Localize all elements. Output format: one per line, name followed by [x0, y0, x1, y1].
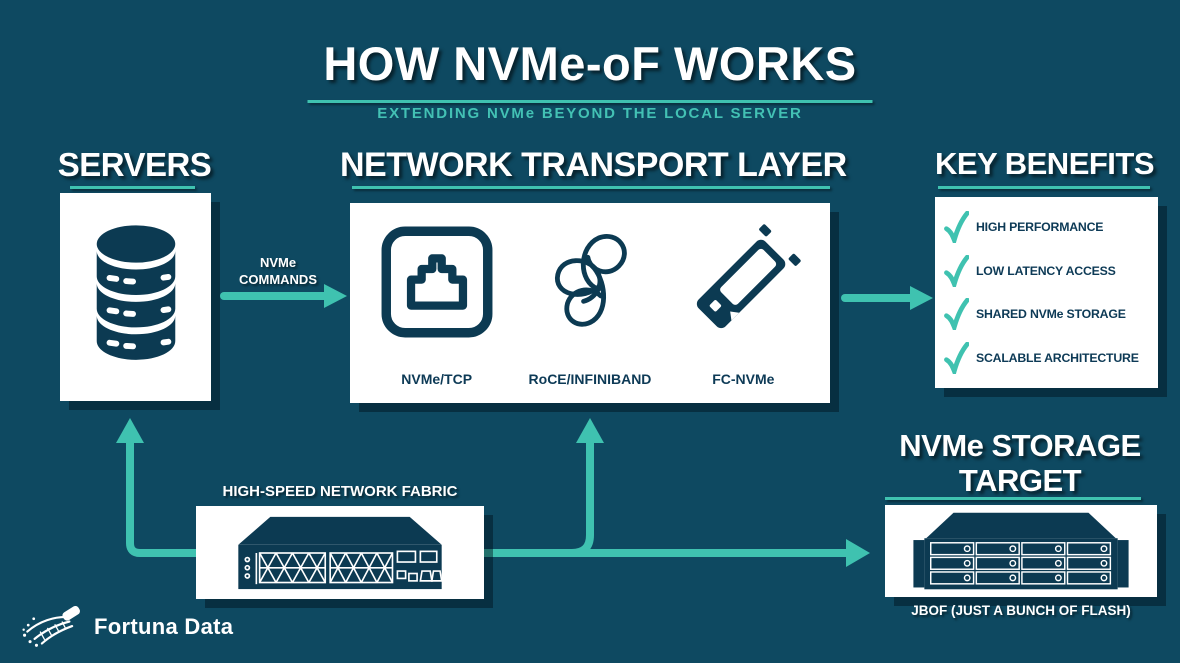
database-icon — [96, 225, 175, 360]
nvme-commands-label: NVMe COMMANDS — [220, 254, 336, 288]
page-subtitle: EXTENDING NVMe BEYOND THE LOCAL SERVER — [377, 105, 803, 122]
arrowhead-to-transport — [576, 418, 604, 443]
fabric-line — [126, 428, 854, 557]
transport-box: NVMe/TCP RoCE/INFINIBAND — [350, 203, 830, 403]
benefit-label: SCALABLE ARCHITECTURE — [976, 351, 1139, 366]
tangled-loops-icon — [555, 234, 627, 327]
arrowhead-nvme-commands — [324, 284, 347, 308]
m2-ssd-icon — [697, 224, 801, 329]
servers-underline — [70, 186, 195, 189]
transport-item-label: RoCE/INFINIBAND — [528, 371, 652, 387]
storage-underline — [885, 497, 1141, 500]
benefit-label: HIGH PERFORMANCE — [976, 219, 1104, 234]
transport-item-label: FC-NVMe — [712, 371, 775, 387]
checkmark-icon — [944, 210, 969, 243]
arrowhead-to-storage — [846, 539, 870, 567]
brand-logo-text: Fortuna Data — [94, 614, 234, 639]
transport-branch-line — [568, 428, 594, 557]
network-switch-icon — [238, 516, 443, 589]
arrowhead-to-servers — [116, 418, 144, 443]
benefit-label: LOW LATENCY ACCESS — [976, 263, 1116, 278]
fabric-box — [196, 506, 484, 599]
transport-item-label: NVMe/TCP — [401, 371, 473, 387]
checkmark-icon — [944, 342, 969, 375]
nvme-commands-line2: COMMANDS — [239, 272, 317, 287]
benefits-box: HIGH PERFORMANCE LOW LATENCY ACCESS SHAR… — [935, 197, 1158, 388]
nvme-commands-line1: NVMe — [259, 255, 297, 270]
benefit-row: HIGH PERFORMANCE — [943, 210, 1152, 243]
benefits-underline — [938, 186, 1150, 189]
storage-box — [885, 505, 1157, 597]
transport-heading: NETWORK TRANSPORT LAYER — [340, 146, 847, 184]
servers-box — [60, 193, 211, 401]
title-underline — [307, 100, 873, 103]
fabric-label: HIGH-SPEED NETWORK FABRIC — [222, 483, 458, 500]
transport-item-roce-infiniband: RoCE/INFINIBAND — [515, 223, 665, 387]
benefit-row: SCALABLE ARCHITECTURE — [943, 342, 1152, 375]
storage-rack-icon — [913, 512, 1129, 590]
benefit-row: SHARED NVMe STORAGE — [943, 298, 1152, 331]
transport-underline — [352, 186, 830, 189]
page-title: HOW NVMe-oF WORKS — [323, 37, 857, 90]
brand-logo: Fortuna Data — [20, 604, 233, 650]
storage-heading: NVMe STORAGE TARGET — [899, 428, 1141, 498]
transport-item-fc-nvme: FC-NVMe — [668, 223, 818, 387]
benefit-row: LOW LATENCY ACCESS — [943, 254, 1152, 287]
transport-item-nvme-tcp: NVMe/TCP — [362, 223, 512, 387]
ethernet-port-icon — [381, 226, 493, 338]
benefits-heading: KEY BENEFITS — [934, 146, 1155, 181]
benefit-label: SHARED NVMe STORAGE — [976, 307, 1126, 322]
arrowhead-to-benefits — [910, 286, 933, 310]
checkmark-icon — [944, 298, 969, 331]
comet-icon — [22, 605, 80, 647]
servers-heading: SERVERS — [57, 146, 212, 183]
jbof-caption: JBOF (JUST A BUNCH OF FLASH) — [911, 603, 1131, 618]
checkmark-icon — [944, 254, 969, 287]
